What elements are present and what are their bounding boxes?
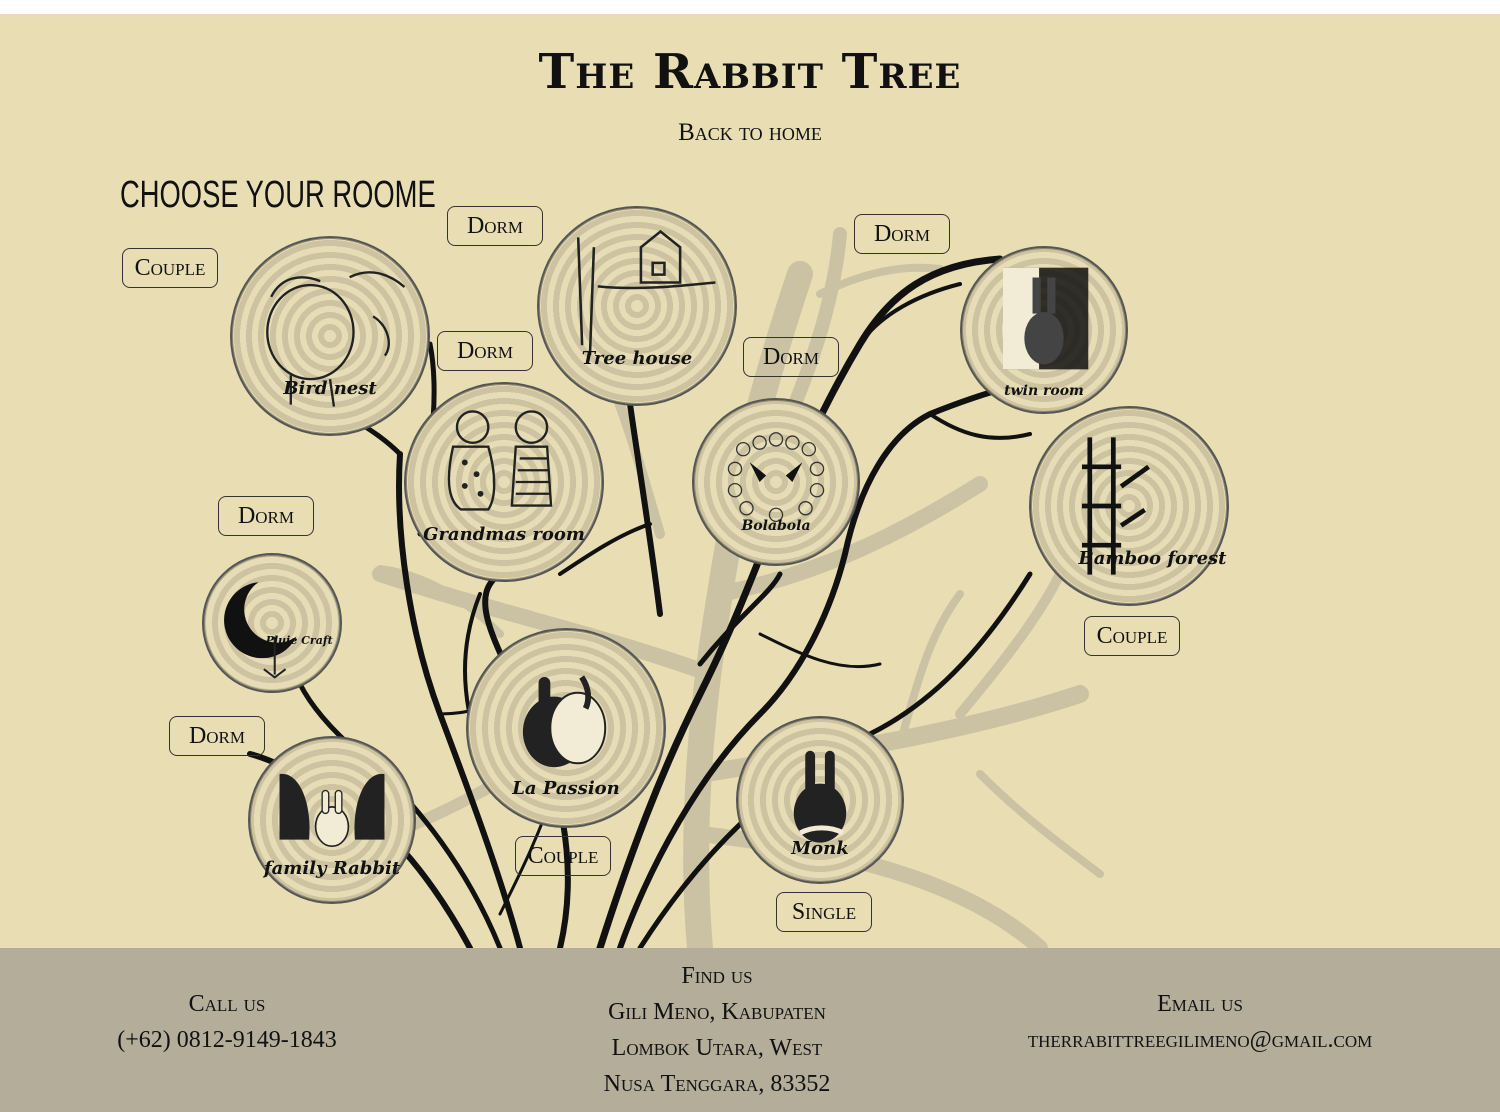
find-us-heading: Find us [681,963,753,989]
address-line-1: Gili Meno, Kabupaten [608,999,826,1025]
email-us-heading: Email us [1157,991,1243,1017]
room-label: Pluie Craft [265,634,333,648]
room-monk[interactable]: Monk [736,716,904,884]
room-tag-family-rabbit[interactable]: Dorm [169,716,265,756]
rabbit-icon [1003,267,1089,370]
room-twin-room[interactable]: twin room [960,246,1128,414]
address-line-2: Lombok Utara, West [611,1035,823,1061]
address-line-3: Nusa Tenggara, 83352 [603,1071,831,1097]
call-us-heading: Call us [188,991,266,1017]
house-icon [576,229,716,356]
room-pluie-craft[interactable]: Pluie Craft [202,553,342,693]
rabbit-icon [279,773,385,848]
room-label: Bolabola [741,518,811,535]
grandmas-illustration [447,410,553,511]
room-bamboo-forest[interactable]: Bamboo forest [1029,406,1229,606]
room-tree-house[interactable]: Tree house [537,206,737,406]
room-tag-bolabola[interactable]: Dorm [743,337,839,377]
room-tag-tree-house[interactable]: Dorm [447,206,543,246]
section-heading: CHOOSE YOUR ROOME [120,174,436,216]
room-family-rabbit[interactable]: family Rabbit [248,736,416,904]
room-bolabola[interactable]: Bolabola [692,398,860,566]
email-address[interactable]: therrabittreegilimeno@gmail.com [1027,1027,1373,1053]
room-label: Monk [791,838,849,860]
footer-find-us: Find us Gili Meno, Kabupaten Lombok Utar… [567,958,867,1102]
room-label: twin room [1004,382,1084,399]
room-label: La Passion [512,777,620,799]
room-tag-grandmas-room[interactable]: Dorm [437,331,533,371]
footer: Call us (+62) 0812-9149-1843 Find us Gil… [0,948,1500,1112]
bird-nest-illustration [266,271,406,407]
rabbit-icon [793,750,847,843]
bolabola-illustration [727,432,825,523]
room-tag-bird-nest[interactable]: Couple [122,248,218,288]
room-tag-bamboo-forest[interactable]: Couple [1084,616,1180,656]
room-tag-la-passion[interactable]: Couple [515,836,611,876]
footer-email-us: Email us therrabittreegilimeno@gmail.com [1010,986,1390,1058]
room-label: Grandmas room [423,523,585,545]
room-tag-twin-room[interactable]: Dorm [854,214,950,254]
room-label: Tree house [581,347,693,369]
page-canvas: The Rabbit Tree Back to home CHOOSE YOUR… [0,14,1500,948]
room-grandmas-room[interactable]: Grandmas room [404,382,604,582]
room-tag-monk[interactable]: Single [776,892,872,932]
bamboo-icon [1081,437,1150,575]
room-bird-nest[interactable]: Bird nest [230,236,430,436]
room-label: family Rabbit [263,858,401,880]
room-la-passion[interactable]: La Passion [466,628,666,828]
back-to-home-link[interactable]: Back to home [678,119,822,146]
room-tag-pluie-craft[interactable]: Dorm [218,496,314,536]
phone-number[interactable]: (+62) 0812-9149-1843 [117,1027,337,1053]
rabbit-icon [522,675,607,768]
room-label: Bamboo forest [1078,547,1227,569]
moon-icon [224,582,297,679]
room-label: Bird nest [283,377,377,399]
site-title: The Rabbit Tree [538,44,962,100]
footer-call-us: Call us (+62) 0812-9149-1843 [77,986,377,1058]
